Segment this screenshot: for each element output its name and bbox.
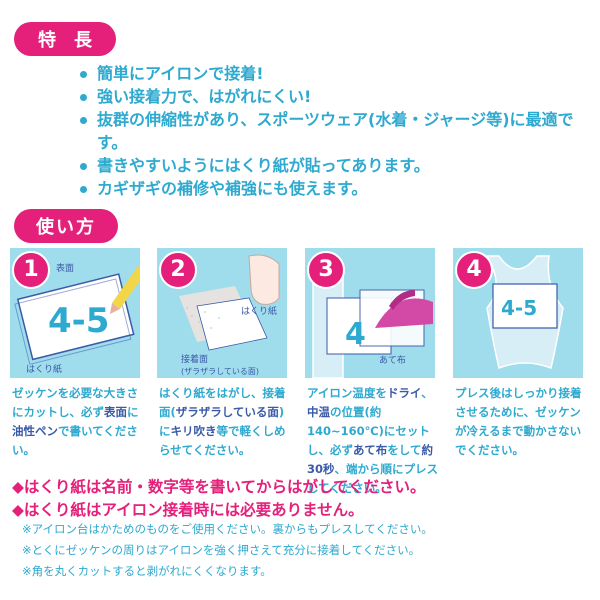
step-4-number: 4: [455, 251, 493, 289]
step-3-description: アイロン温度をドライ、中温の位置(約140~160℃)にセットし、必ずあて布をし…: [307, 386, 439, 495]
step-1-svg: 4-5 表面 はくり紙: [14, 262, 146, 375]
step-4-illustration: 4-5: [453, 248, 583, 378]
features-list: 簡単にアイロンで接着! 強い接着力で、はがれにくい! 抜群の伸縮性があり、スポー…: [80, 62, 590, 200]
step-2-number: 2: [159, 251, 197, 289]
hand-icon: [248, 254, 280, 305]
step-4-svg: 4-5: [485, 255, 564, 370]
step-1-label-surface: 表面: [56, 262, 74, 274]
important-notes: ◆はくり紙は名前・数字等を書いてからはがしてください。 ◆はくり紙はアイロン接着…: [12, 476, 592, 522]
step-2-label-paper: はくり紙: [241, 305, 277, 317]
step-2-svg: はくり紙 接着面 (ザラザラしている面): [179, 254, 280, 376]
small-notes: ※アイロン台はかためのものをご使用ください。裏からもプレスしてください。 ※とく…: [22, 519, 592, 582]
step-2-label-adhesive: 接着面: [181, 353, 208, 365]
step-3-number: 3: [307, 251, 345, 289]
step-1-illustration: 4-5 表面 はくり紙: [10, 248, 146, 378]
step-3-label-cloth: あて布: [379, 354, 406, 366]
usage-heading: 使い方: [14, 209, 118, 243]
step-4-description: プレス後はしっかり接着させるために、ゼッケンが冷えるまで動かさないでください。: [455, 386, 582, 457]
step-4-sample: 4-5: [501, 296, 537, 320]
step-3-svg: 4 あて布: [312, 263, 433, 379]
step-2-illustration: はくり紙 接着面 (ザラザラしている面): [157, 248, 287, 378]
important-note: ◆はくり紙は名前・数字等を書いてからはがしてください。: [12, 478, 426, 496]
features-heading: 特長: [14, 22, 116, 56]
step-3-sample: 4: [345, 317, 366, 352]
iron-icon: [375, 290, 433, 328]
important-note: ◆はくり紙はアイロン接着時には必要ありません。: [12, 501, 364, 519]
feature-item: 書きやすいようにはくり紙が貼ってあります。: [80, 154, 590, 177]
feature-item: カギザギの補修や補強にも使えます。: [80, 177, 590, 200]
small-note: ※角を丸くカットすると剥がれにくくなります。: [22, 564, 272, 578]
small-note: ※とくにゼッケンの周りはアイロンを強く押さえて充分に接着してください。: [22, 543, 421, 557]
small-note: ※アイロン台はかためのものをご使用ください。裏からもプレスしてください。: [22, 522, 433, 536]
step-1-number: 1: [12, 251, 50, 289]
step-2-label-adhesive-note: (ザラザラしている面): [181, 367, 259, 376]
step-1-description: ゼッケンを必要な大きさにカットし、必ず表面に油性ペンで書いてください。: [12, 386, 139, 457]
step-2-description: はくり紙をはがし、接着面(ザラザラしている面)にキリ吹き等で軽くしめらせてくださ…: [159, 386, 286, 457]
feature-item: 抜群の伸縮性があり、スポーツウェア(水着・ジャージ等)に最適です。: [80, 108, 590, 154]
feature-item: 強い接着力で、はがれにくい!: [80, 85, 590, 108]
pen-icon: [110, 266, 146, 314]
step-1-sample: 4-5: [48, 301, 109, 341]
feature-item: 簡単にアイロンで接着!: [80, 62, 590, 85]
step-1-label-paper: はくり紙: [26, 363, 62, 375]
